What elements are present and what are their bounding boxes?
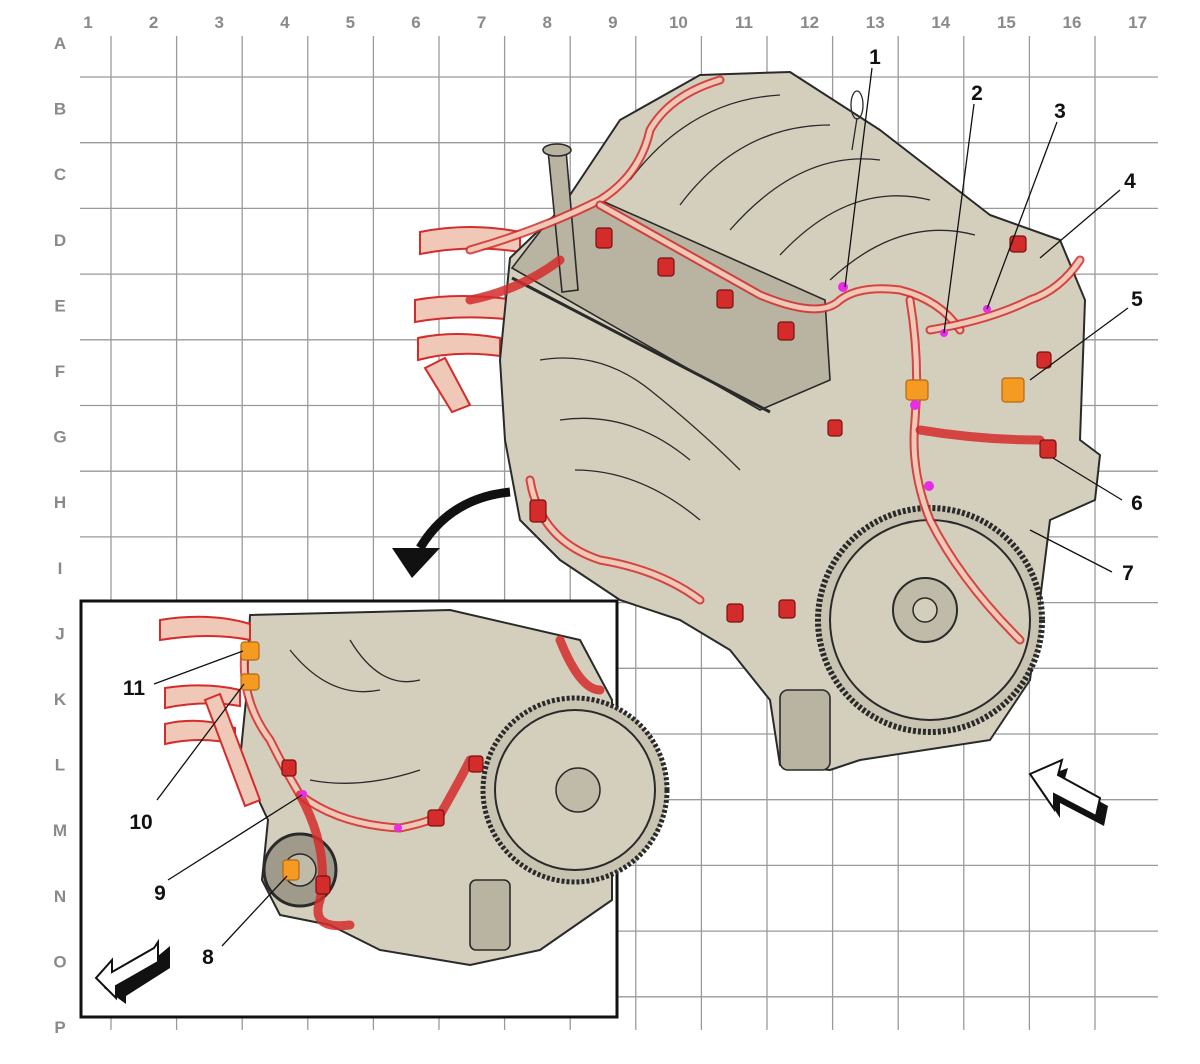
view-direction-arrow-icon bbox=[94, 938, 170, 1004]
grid-row-label: B bbox=[54, 100, 66, 119]
view-direction-arrow-icon bbox=[1028, 758, 1108, 826]
grid-row-label: C bbox=[54, 165, 66, 184]
grid-column-label: 6 bbox=[411, 13, 420, 32]
curved-arrow-icon bbox=[392, 487, 511, 578]
main-engine-view bbox=[414, 71, 1101, 771]
grid-row-label: I bbox=[58, 559, 63, 578]
grid-column-label: 3 bbox=[214, 13, 223, 32]
grid-row-label: P bbox=[54, 1018, 65, 1037]
grid-column-label: 2 bbox=[149, 13, 158, 32]
grid-column-label: 11 bbox=[735, 13, 753, 32]
lower-block-details bbox=[539, 357, 831, 771]
callout-8: 8 bbox=[202, 946, 214, 969]
grid-column-label: 15 bbox=[997, 13, 1016, 32]
callout-7: 7 bbox=[1122, 562, 1134, 585]
callout-3: 3 bbox=[1054, 100, 1066, 123]
grid-row-label: A bbox=[54, 34, 66, 53]
callout-6: 6 bbox=[1131, 492, 1143, 515]
grid-row-label: N bbox=[54, 887, 66, 906]
grid-column-label: 5 bbox=[346, 13, 355, 32]
grid-row-label: F bbox=[55, 362, 65, 381]
callout-1: 1 bbox=[869, 46, 881, 69]
grid-column-label: 4 bbox=[280, 13, 290, 32]
callout-5: 5 bbox=[1131, 288, 1143, 311]
grid-row-labels: A B C D E F G H I J K L M N O P bbox=[53, 34, 67, 1037]
grid-row-label: J bbox=[55, 624, 64, 643]
grid-row-label: L bbox=[55, 756, 65, 775]
grid-column-label: 1 bbox=[83, 13, 92, 32]
grid-column-label: 16 bbox=[1063, 13, 1082, 32]
callout-9: 9 bbox=[154, 882, 166, 905]
callout-11: 11 bbox=[123, 677, 146, 700]
grid-row-label: H bbox=[54, 493, 66, 512]
grid-column-label: 7 bbox=[477, 13, 486, 32]
grid-row-label: M bbox=[53, 821, 67, 840]
grid-column-label: 13 bbox=[866, 13, 885, 32]
callout-leaders bbox=[153, 67, 1129, 947]
callout-10: 10 bbox=[129, 811, 152, 834]
grid-column-label: 12 bbox=[800, 13, 819, 32]
callout-numbers: 1 2 3 4 5 6 7 8 9 10 11 bbox=[123, 46, 1143, 969]
callout-4: 4 bbox=[1124, 170, 1136, 193]
main-harness bbox=[465, 75, 1085, 645]
flywheel bbox=[815, 505, 1045, 735]
connectors bbox=[529, 227, 1057, 623]
callout-2: 2 bbox=[971, 82, 983, 105]
inset-view bbox=[79, 599, 670, 1019]
left-hoses bbox=[414, 226, 521, 414]
grid-row-label: D bbox=[54, 231, 66, 250]
grid-column-label: 9 bbox=[608, 13, 617, 32]
grid-row-label: E bbox=[54, 296, 65, 315]
grid-row-label: G bbox=[53, 428, 66, 447]
grid-column-label: 8 bbox=[542, 13, 551, 32]
grid-row-label: O bbox=[53, 952, 66, 971]
grid-row-label: K bbox=[54, 690, 67, 709]
grid-column-label: 10 bbox=[669, 13, 688, 32]
grid-column-label: 17 bbox=[1128, 13, 1147, 32]
grid-column-label: 14 bbox=[931, 13, 950, 32]
